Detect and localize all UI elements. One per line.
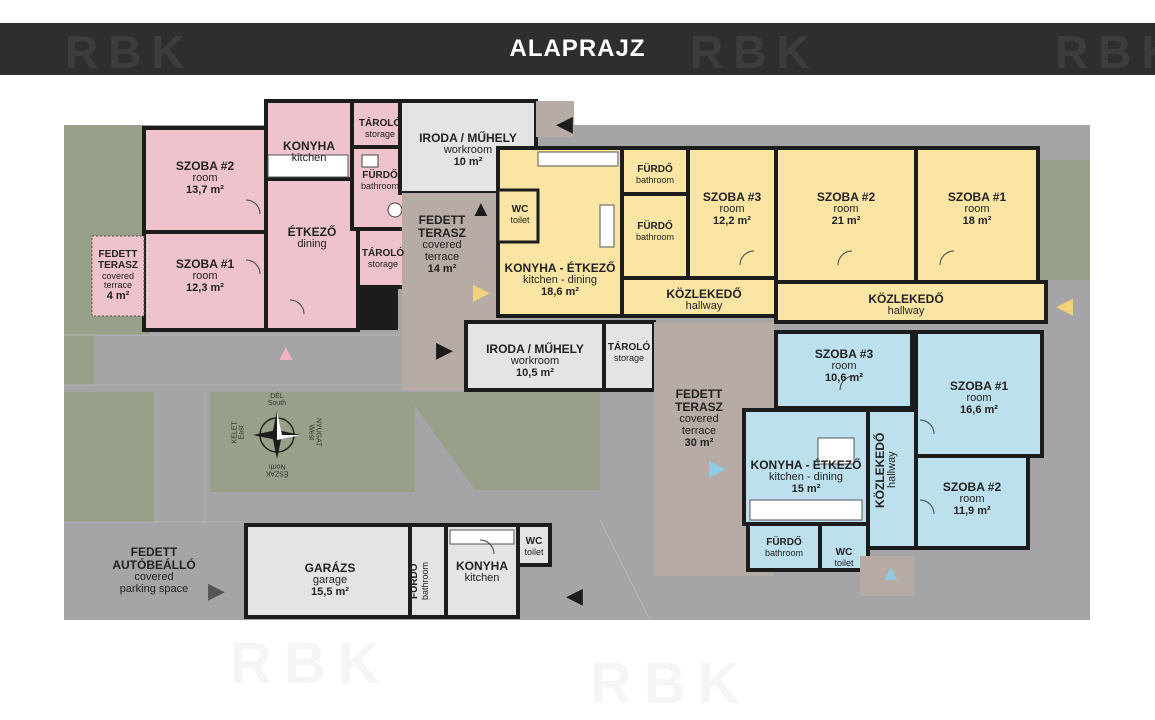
room-iroda-mid <box>464 320 606 392</box>
room-yellow-szoba2 <box>774 146 918 284</box>
grass-area <box>210 392 415 492</box>
room-yellow-wc <box>496 188 540 244</box>
grass-area <box>64 392 156 522</box>
room-blue-kozl <box>866 408 918 550</box>
toilet-fixture <box>387 202 403 218</box>
entrance-arrow-icon: ▶ <box>208 578 225 603</box>
entrance-arrow-icon: ▲ <box>470 196 492 221</box>
grass-area <box>405 392 600 490</box>
room-yellow-furdo1 <box>620 146 690 196</box>
watermark-logo: RBK <box>590 650 752 717</box>
entrance-arrow-icon: ◀ <box>556 111 573 136</box>
watermark-logo: RBK <box>1055 26 1155 78</box>
kitchen-counter <box>599 204 615 248</box>
entrance-arrow-icon: ▲ <box>275 340 297 365</box>
room-pink-szoba1 <box>142 230 268 332</box>
page-title: ALAPRAJZ <box>509 35 646 62</box>
room-blue-szoba2 <box>914 454 1030 550</box>
room-pink-szoba2 <box>142 126 268 234</box>
room-yellow-szoba3 <box>686 146 778 280</box>
entrance-arrow-icon: ◀ <box>1056 293 1073 318</box>
entrance-step <box>860 556 914 596</box>
kitchen-counter <box>267 154 349 178</box>
kitchen-island <box>817 437 855 465</box>
grass-area <box>64 335 94 385</box>
room-blue-furdo <box>746 522 822 572</box>
room-tarolo-mid <box>602 320 656 392</box>
room-pink-terasz <box>91 235 145 317</box>
room-yellow-kozl1 <box>620 276 778 318</box>
room-pink-tarolo2 <box>356 227 410 289</box>
room-garazs <box>244 523 412 619</box>
kitchen-counter <box>749 499 863 521</box>
room-pink-etkezo <box>264 177 360 332</box>
header-bar: RBK RBK RBK ALAPRAJZ <box>0 23 1155 78</box>
entrance-arrow-icon: ▶ <box>436 337 453 362</box>
sink-fixture <box>361 154 379 168</box>
chimney-block <box>358 287 398 330</box>
compass-rose-icon <box>253 411 301 459</box>
entrance-arrow-icon: ▶ <box>473 279 490 304</box>
watermark-logo: RBK <box>230 630 392 697</box>
watermark-logo: RBK <box>690 26 820 78</box>
room-blue-szoba3 <box>774 330 914 410</box>
entrance-step <box>536 101 574 137</box>
kitchen-counter <box>537 151 619 167</box>
entrance-arrow-icon: ▶ <box>709 455 726 480</box>
room-yellow-furdo2 <box>620 192 690 280</box>
entrance-arrow-icon: ◀ <box>566 583 583 608</box>
room-yellow-szoba1 <box>914 146 1040 284</box>
room-blue-szoba1 <box>914 330 1044 458</box>
room-yellow-kozl2 <box>774 280 1048 324</box>
kitchen-counter <box>449 529 515 545</box>
grass-area <box>1040 160 1090 280</box>
entrance-arrow-icon: ▲ <box>880 560 902 585</box>
watermark-logo: RBK <box>65 26 195 78</box>
room-g-wc <box>516 523 552 567</box>
room-g-furdo <box>408 523 448 619</box>
